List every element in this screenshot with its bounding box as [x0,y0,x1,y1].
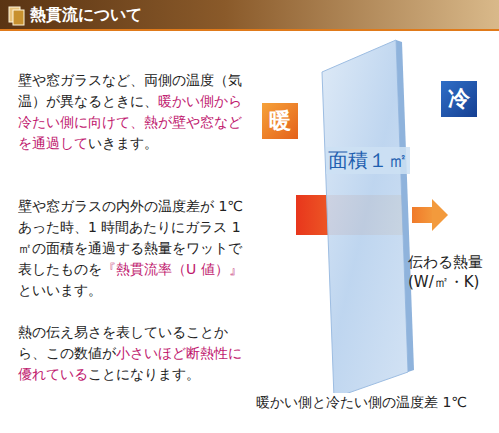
heat-label: 伝わる熱量 (W/㎡・K) [408,252,494,292]
node-label: 冷 [448,84,470,114]
header-band [0,0,499,30]
node-label: 暖 [269,106,291,136]
heat-arrow [412,207,434,223]
body-text: ことになります。 [88,366,200,382]
body-paragraph: 壁や窓ガラスの内外の温度差が 1℃あった時、1 時間あたりにガラス 1 ㎡の面積… [18,196,250,301]
cold-box: 冷 [441,81,477,117]
header-title: 熱貫流について [30,4,142,26]
warm-box: 暖 [262,103,298,139]
header-rule [0,29,499,31]
temp-diff-label: 暖かい側と冷たい側の温度差 1℃ [254,393,469,412]
arrow-head [432,199,448,231]
body-paragraph: 熱の伝え易さを表していることから、この数値が小さいほど断熱性に優れていることにな… [18,322,250,385]
glass-edge [396,40,414,372]
highlight-text: 『熱貫流率（U 値）』 [102,261,243,277]
glass-pane [322,40,408,398]
body-text: いきます。 [88,135,158,151]
header-icon [13,10,24,25]
area-label: 面積１㎡ [326,147,410,174]
body-text: といいます。 [18,282,102,298]
body-paragraph: 壁や窓ガラスなど、両側の温度（気温）が異なるときに、暖かい側から冷たい側に向けて… [18,70,250,154]
